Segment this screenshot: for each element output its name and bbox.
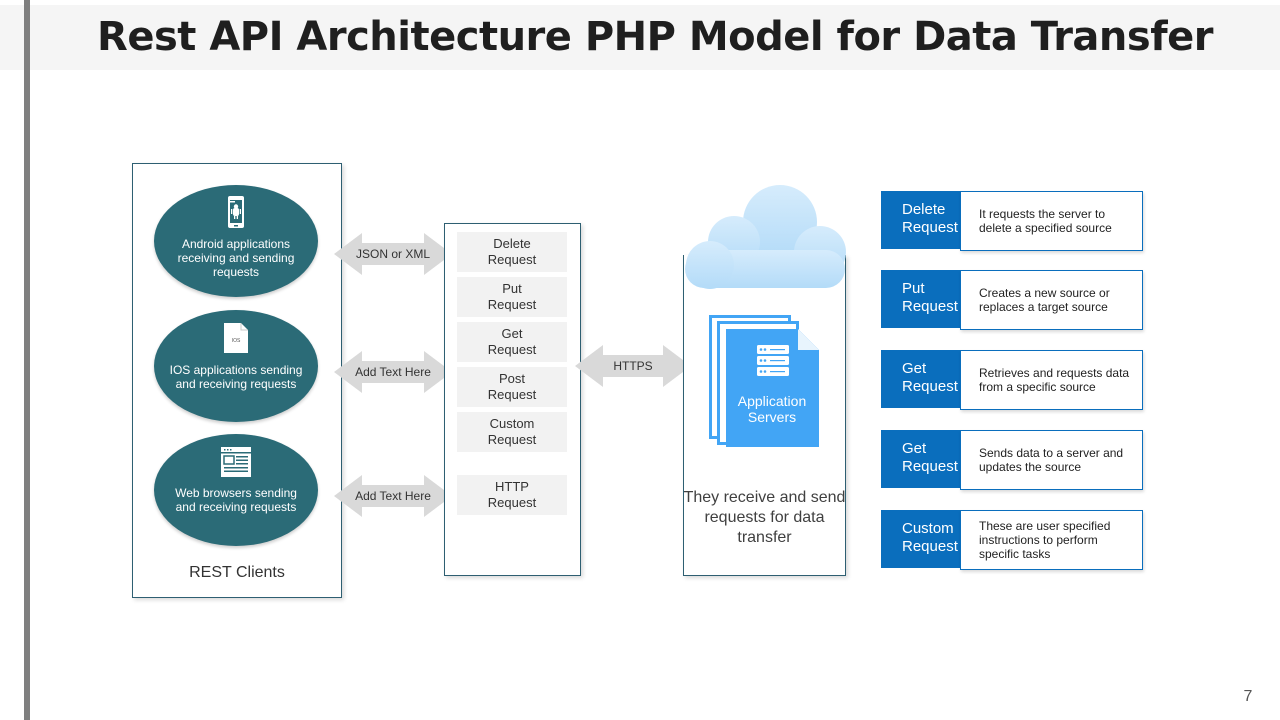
definition-tag: Put Request [881, 270, 961, 328]
request-label-line2: Request [487, 252, 537, 267]
tag-line1: Custom [902, 520, 954, 537]
definition-tag: Get Request [881, 350, 961, 408]
connector-label: Add Text Here [355, 489, 431, 503]
left-accent-rule [24, 0, 30, 720]
definition-row: Get Request Sends data to a server and u… [881, 430, 1143, 490]
client-web: Web browsers sending and receiving reque… [154, 434, 318, 546]
request-item-delete: Delete Request [457, 232, 567, 272]
client-android: Android applications receiving and sendi… [154, 185, 318, 297]
definition-row: Custom Request These are user specified … [881, 510, 1143, 570]
request-item-http: HTTP Request [457, 475, 567, 515]
cloud-icon [680, 180, 850, 300]
connector-json-xml: JSON or XML [334, 233, 452, 275]
connector-client-3: Add Text Here [334, 475, 452, 517]
tag-line1: Delete [902, 201, 946, 218]
request-label-line2: Request [487, 387, 537, 402]
client-android-text: Android applications receiving and sendi… [177, 237, 295, 279]
server-label-line2: Servers [747, 409, 797, 425]
double-arrow-icon [575, 345, 691, 387]
page-number: 7 [1243, 688, 1253, 705]
definition-tag: Custom Request [881, 510, 961, 568]
tag-line2: Request [902, 219, 958, 236]
server-label-line1: Application [737, 393, 807, 409]
ios-file-icon: IOS [223, 322, 249, 359]
definition-text: It requests the server to delete a speci… [960, 191, 1143, 251]
tag-line1: Get [902, 440, 927, 457]
request-label-line1: Get [501, 326, 523, 341]
request-item-post: Post Request [457, 367, 567, 407]
connector-label: JSON or XML [355, 247, 430, 261]
definition-tag: Get Request [881, 430, 961, 488]
connector-label: Add Text Here [355, 365, 431, 379]
request-label-line1: HTTP [495, 479, 529, 494]
definition-tag: Delete Request [881, 191, 961, 249]
application-servers-label: Application Servers [726, 393, 818, 425]
connector-https: HTTPS [575, 345, 691, 387]
definition-text: Retrieves and requests data from a speci… [960, 350, 1143, 410]
request-item-put: Put Request [457, 277, 567, 317]
rest-clients-label: REST Clients [189, 564, 285, 581]
definition-row: Delete Request It requests the server to… [881, 191, 1143, 251]
application-servers-icon [708, 313, 823, 453]
request-label-line1: Post [498, 371, 525, 386]
tag-line2: Request [902, 298, 958, 315]
svg-text:IOS: IOS [232, 338, 241, 344]
request-label-line2: Request [487, 342, 537, 357]
tag-line1: Put [902, 280, 925, 297]
definition-text: Creates a new source or replaces a targe… [960, 270, 1143, 330]
tag-line2: Request [902, 458, 958, 475]
server-description: They receive and send requests for data … [683, 489, 846, 546]
tag-line2: Request [902, 538, 958, 555]
definition-row: Get Request Retrieves and requests data … [881, 350, 1143, 410]
request-label-line2: Request [487, 432, 537, 447]
definition-text: These are user specified instructions to… [960, 510, 1143, 570]
client-web-text: Web browsers sending and receiving reque… [175, 486, 297, 514]
double-arrow-icon [334, 475, 452, 517]
web-browser-icon [220, 446, 252, 483]
double-arrow-icon [334, 233, 452, 275]
request-label-line2: Request [487, 495, 537, 510]
tag-line1: Get [902, 360, 927, 377]
request-item-get: Get Request [457, 322, 567, 362]
definition-row: Put Request Creates a new source or repl… [881, 270, 1143, 330]
request-label-line1: Delete [493, 236, 531, 251]
client-ios-text: IOS applications sending and receiving r… [169, 363, 303, 391]
client-ios: IOS IOS applications sending and receivi… [154, 310, 318, 422]
definition-text: Sends data to a server and updates the s… [960, 430, 1143, 490]
request-label-line1: Put [502, 281, 522, 296]
connector-label: HTTPS [613, 359, 653, 373]
connector-client-2: Add Text Here [334, 351, 452, 393]
request-label-line2: Request [487, 297, 537, 312]
tag-line2: Request [902, 378, 958, 395]
page-title: Rest API Architecture PHP Model for Data… [97, 14, 1213, 60]
double-arrow-icon [334, 351, 452, 393]
android-phone-icon [227, 195, 245, 234]
title-band [0, 5, 1280, 70]
request-item-custom: Custom Request [457, 412, 567, 452]
request-label-line1: Custom [489, 416, 535, 431]
